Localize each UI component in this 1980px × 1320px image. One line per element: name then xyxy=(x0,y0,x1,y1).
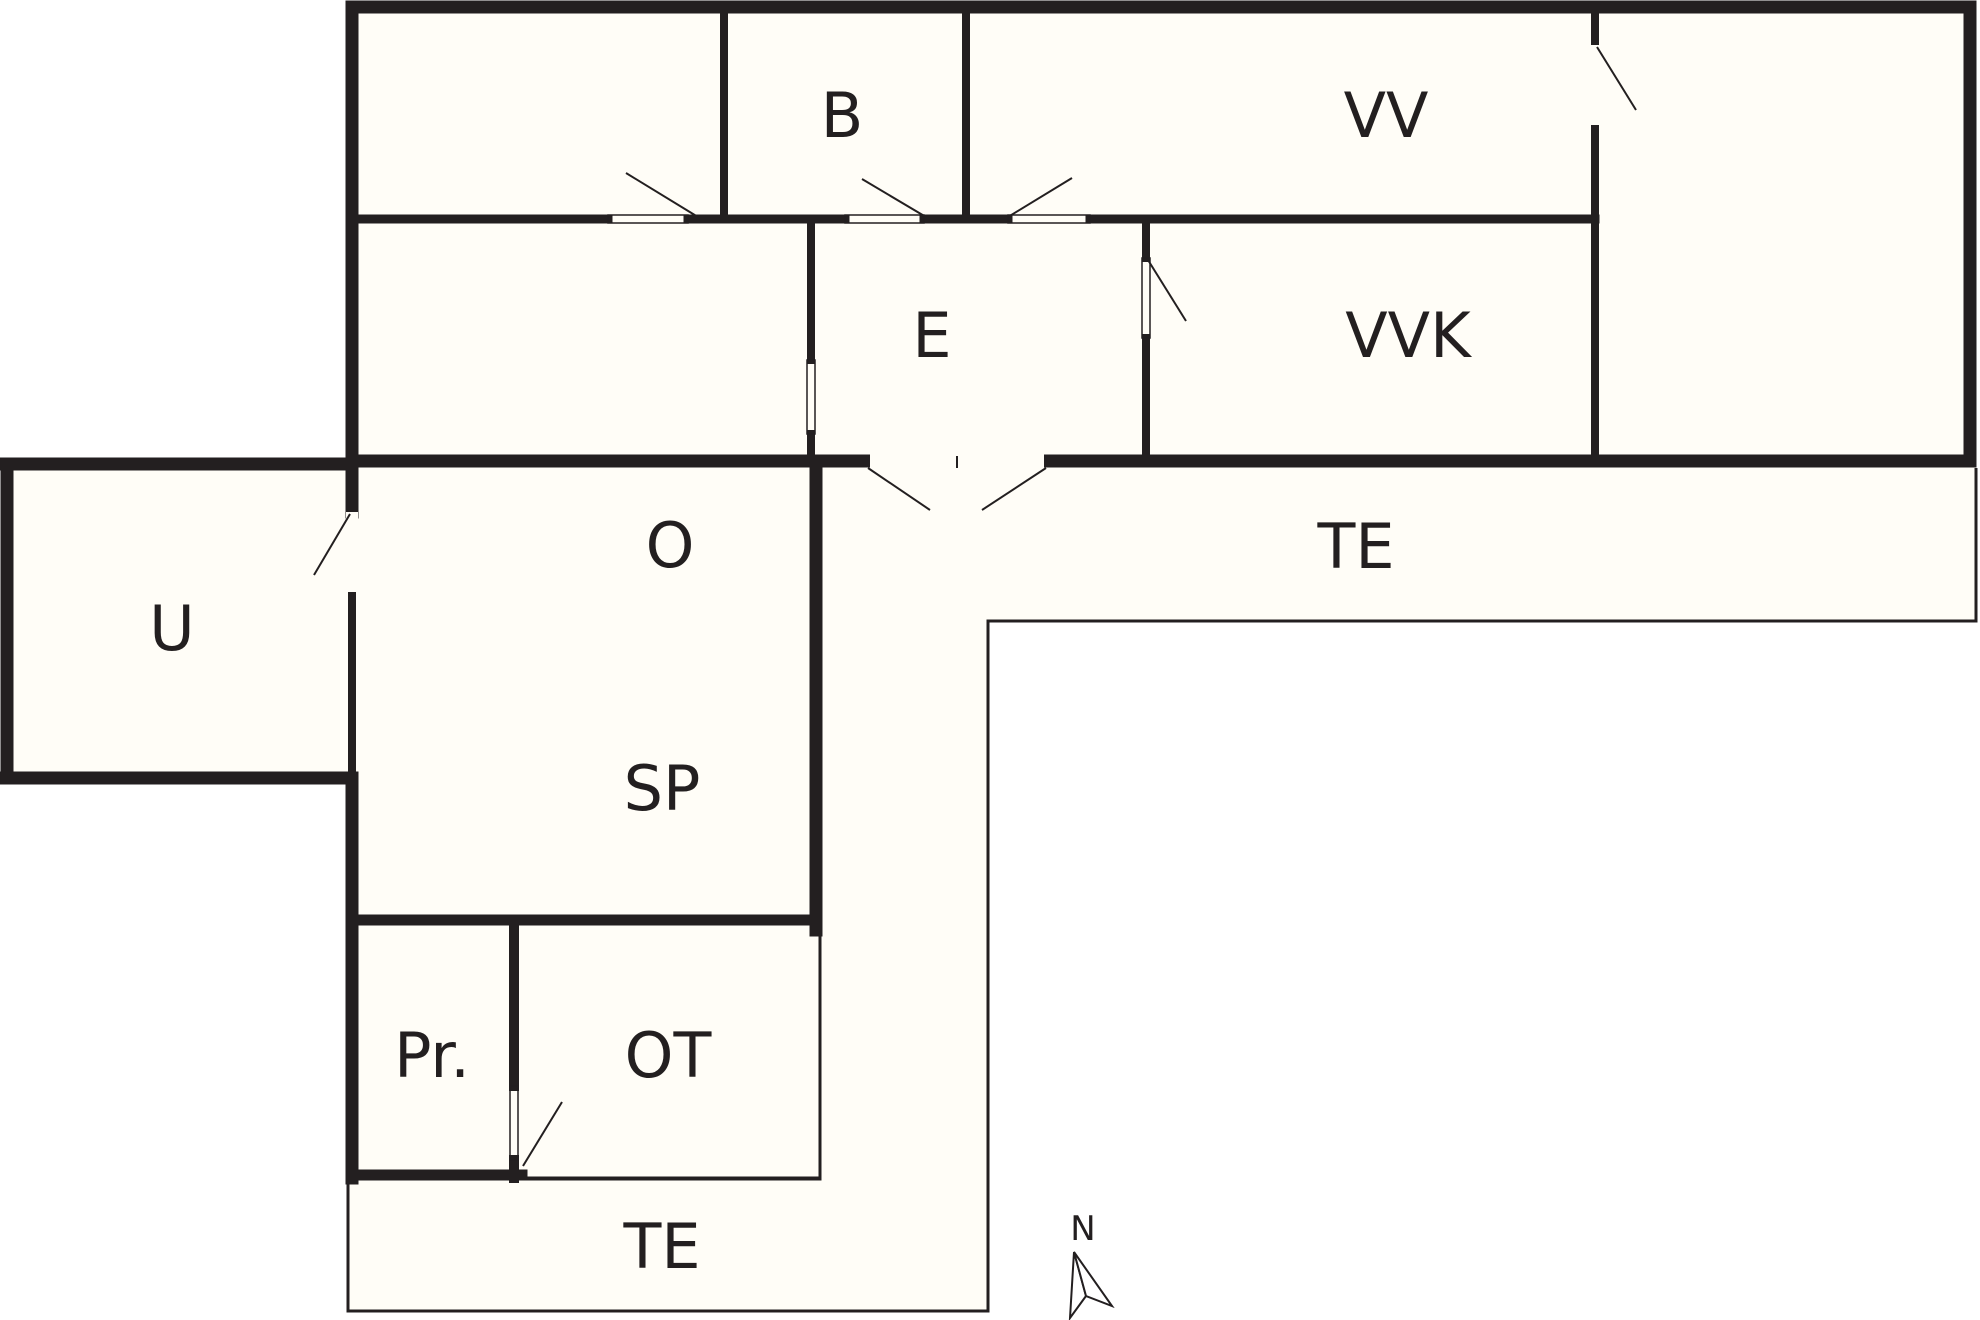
door-swing-vvk xyxy=(1147,259,1187,322)
room-label-te-east: TE xyxy=(1316,510,1394,583)
door-leaf-vvk xyxy=(1141,257,1151,339)
floor-areas xyxy=(11,11,1976,1311)
door-gap-u-o xyxy=(346,512,358,592)
room-floor-vvk xyxy=(1144,219,1595,461)
door-gap-vv-east xyxy=(1589,45,1601,125)
door-swing-ot xyxy=(522,1101,563,1167)
door-swing-storage xyxy=(625,172,699,218)
room-floor-te-east xyxy=(811,461,1976,621)
door-swing-u xyxy=(313,513,351,576)
room-label-e: E xyxy=(912,299,951,372)
door-leaf-storage xyxy=(607,214,689,224)
room-label-o: O xyxy=(646,509,695,582)
room-label-b: B xyxy=(821,79,864,152)
north-arrow-icon: N xyxy=(1068,1209,1115,1320)
room-floor-o-sp xyxy=(354,219,811,920)
door-swings xyxy=(313,46,1637,1167)
door-swing-b xyxy=(861,178,927,218)
room-floor-storage xyxy=(354,11,726,219)
room-floor-east xyxy=(1595,11,1970,461)
room-label-ot: OT xyxy=(625,1019,713,1092)
room-floor-ot xyxy=(514,920,820,1180)
door-swing-vv-east xyxy=(1596,46,1637,111)
room-label-vv: VV xyxy=(1344,79,1429,152)
door-leaf-vv xyxy=(1007,214,1091,224)
room-label-pr: Pr. xyxy=(394,1019,470,1092)
compass-label: N xyxy=(1070,1209,1095,1249)
room-labels: B VV E VVK O SP U TE Pr. OT TE xyxy=(149,79,1472,1283)
room-floor-e xyxy=(811,219,1144,461)
room-label-te-south: TE xyxy=(622,1210,700,1283)
room-floor-b xyxy=(726,11,966,219)
door-leaf-ot xyxy=(509,1085,519,1161)
door-leaf-o-e xyxy=(806,359,816,435)
door-swing-e-te-left xyxy=(867,467,931,511)
room-label-u: U xyxy=(149,592,194,665)
door-swing-vv xyxy=(1007,177,1073,218)
north-arrow-right-half xyxy=(1073,1251,1115,1309)
door-leaves xyxy=(509,214,1151,1161)
room-floor-pr xyxy=(354,920,514,1175)
room-floor-te-hall xyxy=(811,461,988,1311)
door-leaf-b xyxy=(844,214,925,224)
room-label-sp: SP xyxy=(624,752,701,825)
door-swing-e-te-right xyxy=(981,467,1047,511)
thick-walls xyxy=(0,0,1977,1185)
room-floor-te-south xyxy=(348,1178,988,1311)
room-floor-u xyxy=(11,465,354,775)
room-floor-vv xyxy=(966,11,1595,219)
room-label-vvk: VVK xyxy=(1345,299,1472,372)
